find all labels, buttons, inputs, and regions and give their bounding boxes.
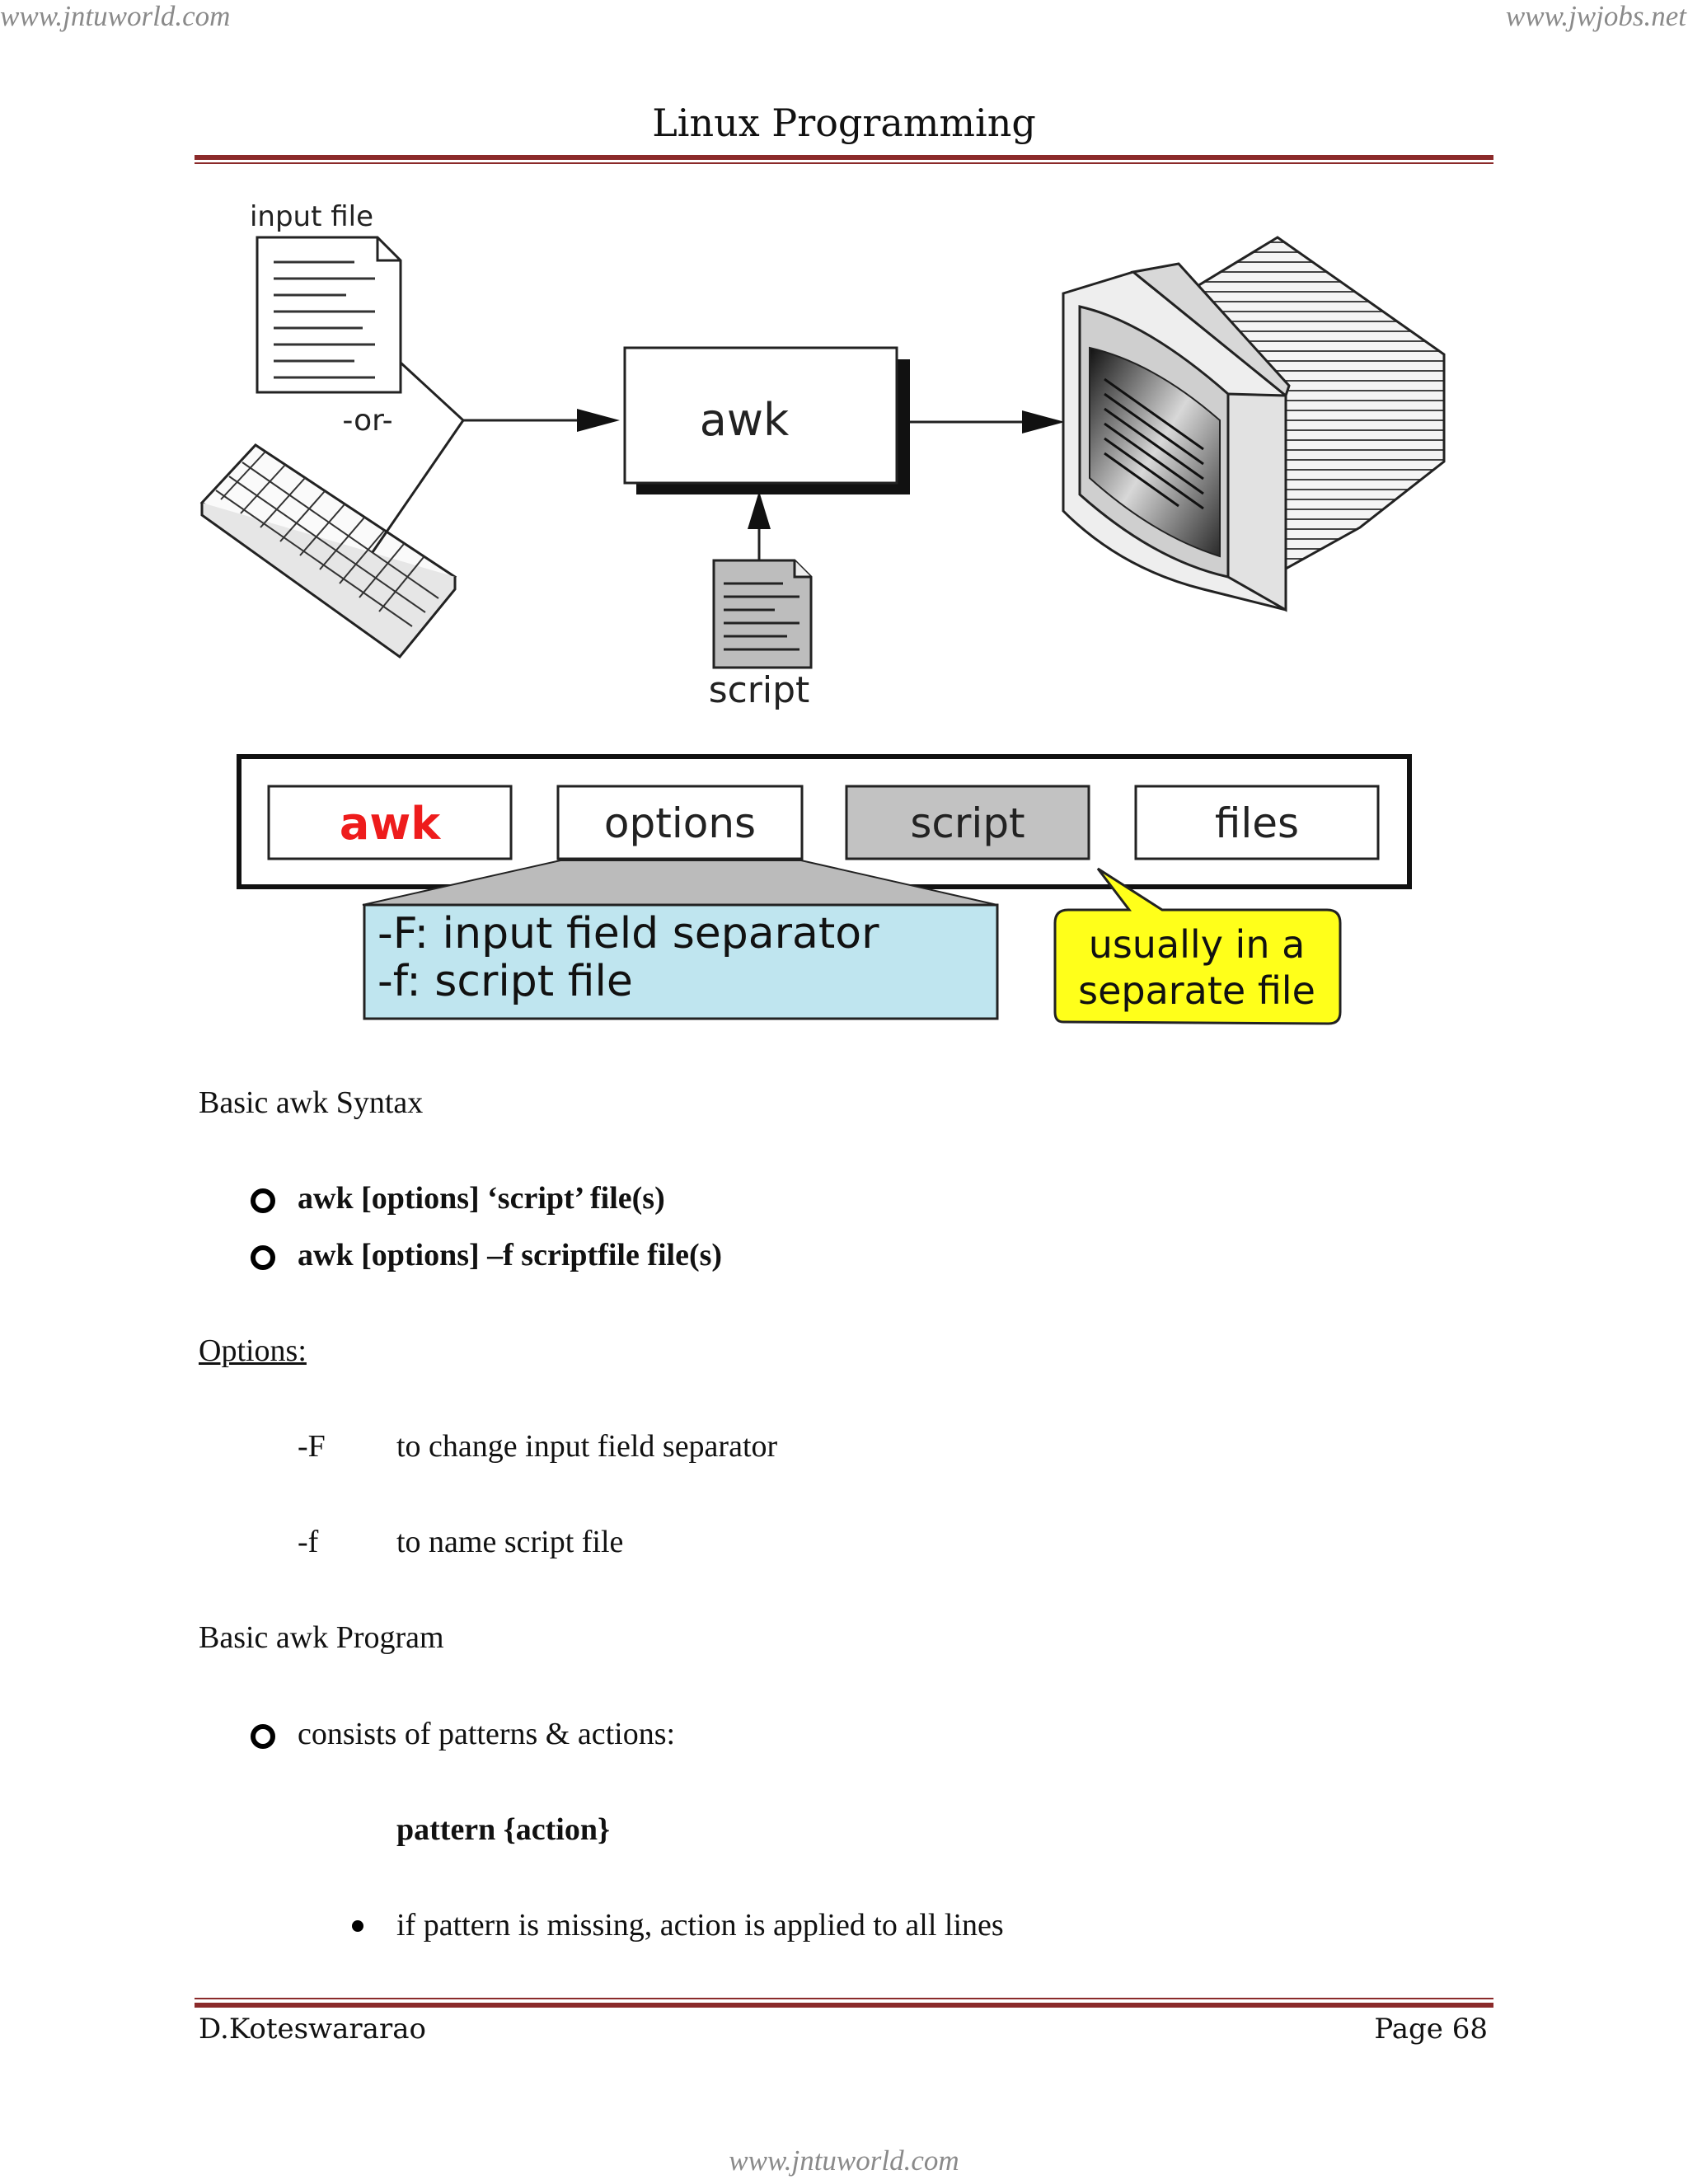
options-callout (363, 903, 999, 1020)
footer-author: D.Koteswararao (199, 2013, 426, 2046)
options-heading: Options: (199, 1333, 307, 1368)
sub-item: if pattern is missing, action is applied… (396, 1908, 1004, 1943)
awk-box-label: awk (700, 394, 790, 446)
option-flag-f: -f (298, 1525, 319, 1559)
script-callout (1053, 867, 1342, 1025)
watermark-top-left: www.jntuworld.com (0, 0, 231, 32)
options-callout-line-2: -f: script file (377, 957, 633, 1006)
syntax-heading: Basic awk Syntax (199, 1085, 424, 1120)
watermark-bottom: www.jntuworld.com (729, 2144, 959, 2177)
syntax-box-awk (267, 785, 513, 860)
option-desc-F: to change input field separator (396, 1429, 778, 1464)
script-callout-line-2: separate file (1078, 968, 1315, 1013)
awk-flow-diagram: input file -or- (199, 200, 1446, 1025)
options-callout-line-1: -F: input field separator (377, 909, 879, 958)
circle-bullet-icon (251, 1724, 275, 1749)
header-rule-thick (195, 155, 1493, 160)
program-heading: Basic awk Program (199, 1620, 444, 1655)
awk-box (623, 346, 898, 485)
arrow-to-awk-icon (577, 409, 620, 432)
input-file-label: input file (250, 200, 373, 233)
option-desc-f: to name script file (396, 1525, 624, 1559)
dot-bullet-icon (352, 1920, 363, 1932)
syntax-box-script (845, 785, 1090, 860)
syntax-box-files (1134, 785, 1380, 860)
keyboard-icon (199, 443, 457, 659)
syntax-box-files-label: files (1215, 799, 1299, 847)
pattern-action: pattern {action} (396, 1812, 610, 1847)
syntax-item-2: awk [options] –f scriptfile file(s) (298, 1238, 723, 1272)
script-file-label: script (709, 669, 810, 711)
script-callout-line-1: usually in a (1089, 922, 1306, 967)
syntax-item-1: awk [options] ‘script’ file(s) (298, 1181, 665, 1216)
watermark-top-right: www.jwjobs.net (1505, 0, 1686, 32)
program-item: consists of patterns & actions: (298, 1717, 676, 1751)
arrow-to-awk-from-script-icon (748, 491, 771, 529)
circle-bullet-icon (251, 1188, 275, 1213)
footer-rule-thin (195, 1998, 1493, 1999)
circle-bullet-icon (251, 1245, 275, 1270)
script-file-icon (712, 559, 813, 669)
option-flag-F: -F (298, 1429, 326, 1464)
or-label: -or- (342, 404, 392, 438)
footer-page-number: Page 68 (1374, 2013, 1488, 2046)
syntax-box-awk-label: awk (340, 798, 441, 850)
header-rule-thin (195, 162, 1493, 164)
input-file-icon (256, 236, 402, 394)
input-connector-lines (371, 361, 585, 553)
arrow-to-monitor-icon (1022, 410, 1065, 434)
page-header-title: Linux Programming (652, 101, 1036, 145)
monitor-icon (1062, 236, 1446, 612)
footer-rule-thick (195, 2003, 1493, 2008)
syntax-box-script-label: script (910, 799, 1025, 847)
syntax-box-options-label: options (604, 799, 756, 847)
syntax-box-options (556, 785, 804, 860)
